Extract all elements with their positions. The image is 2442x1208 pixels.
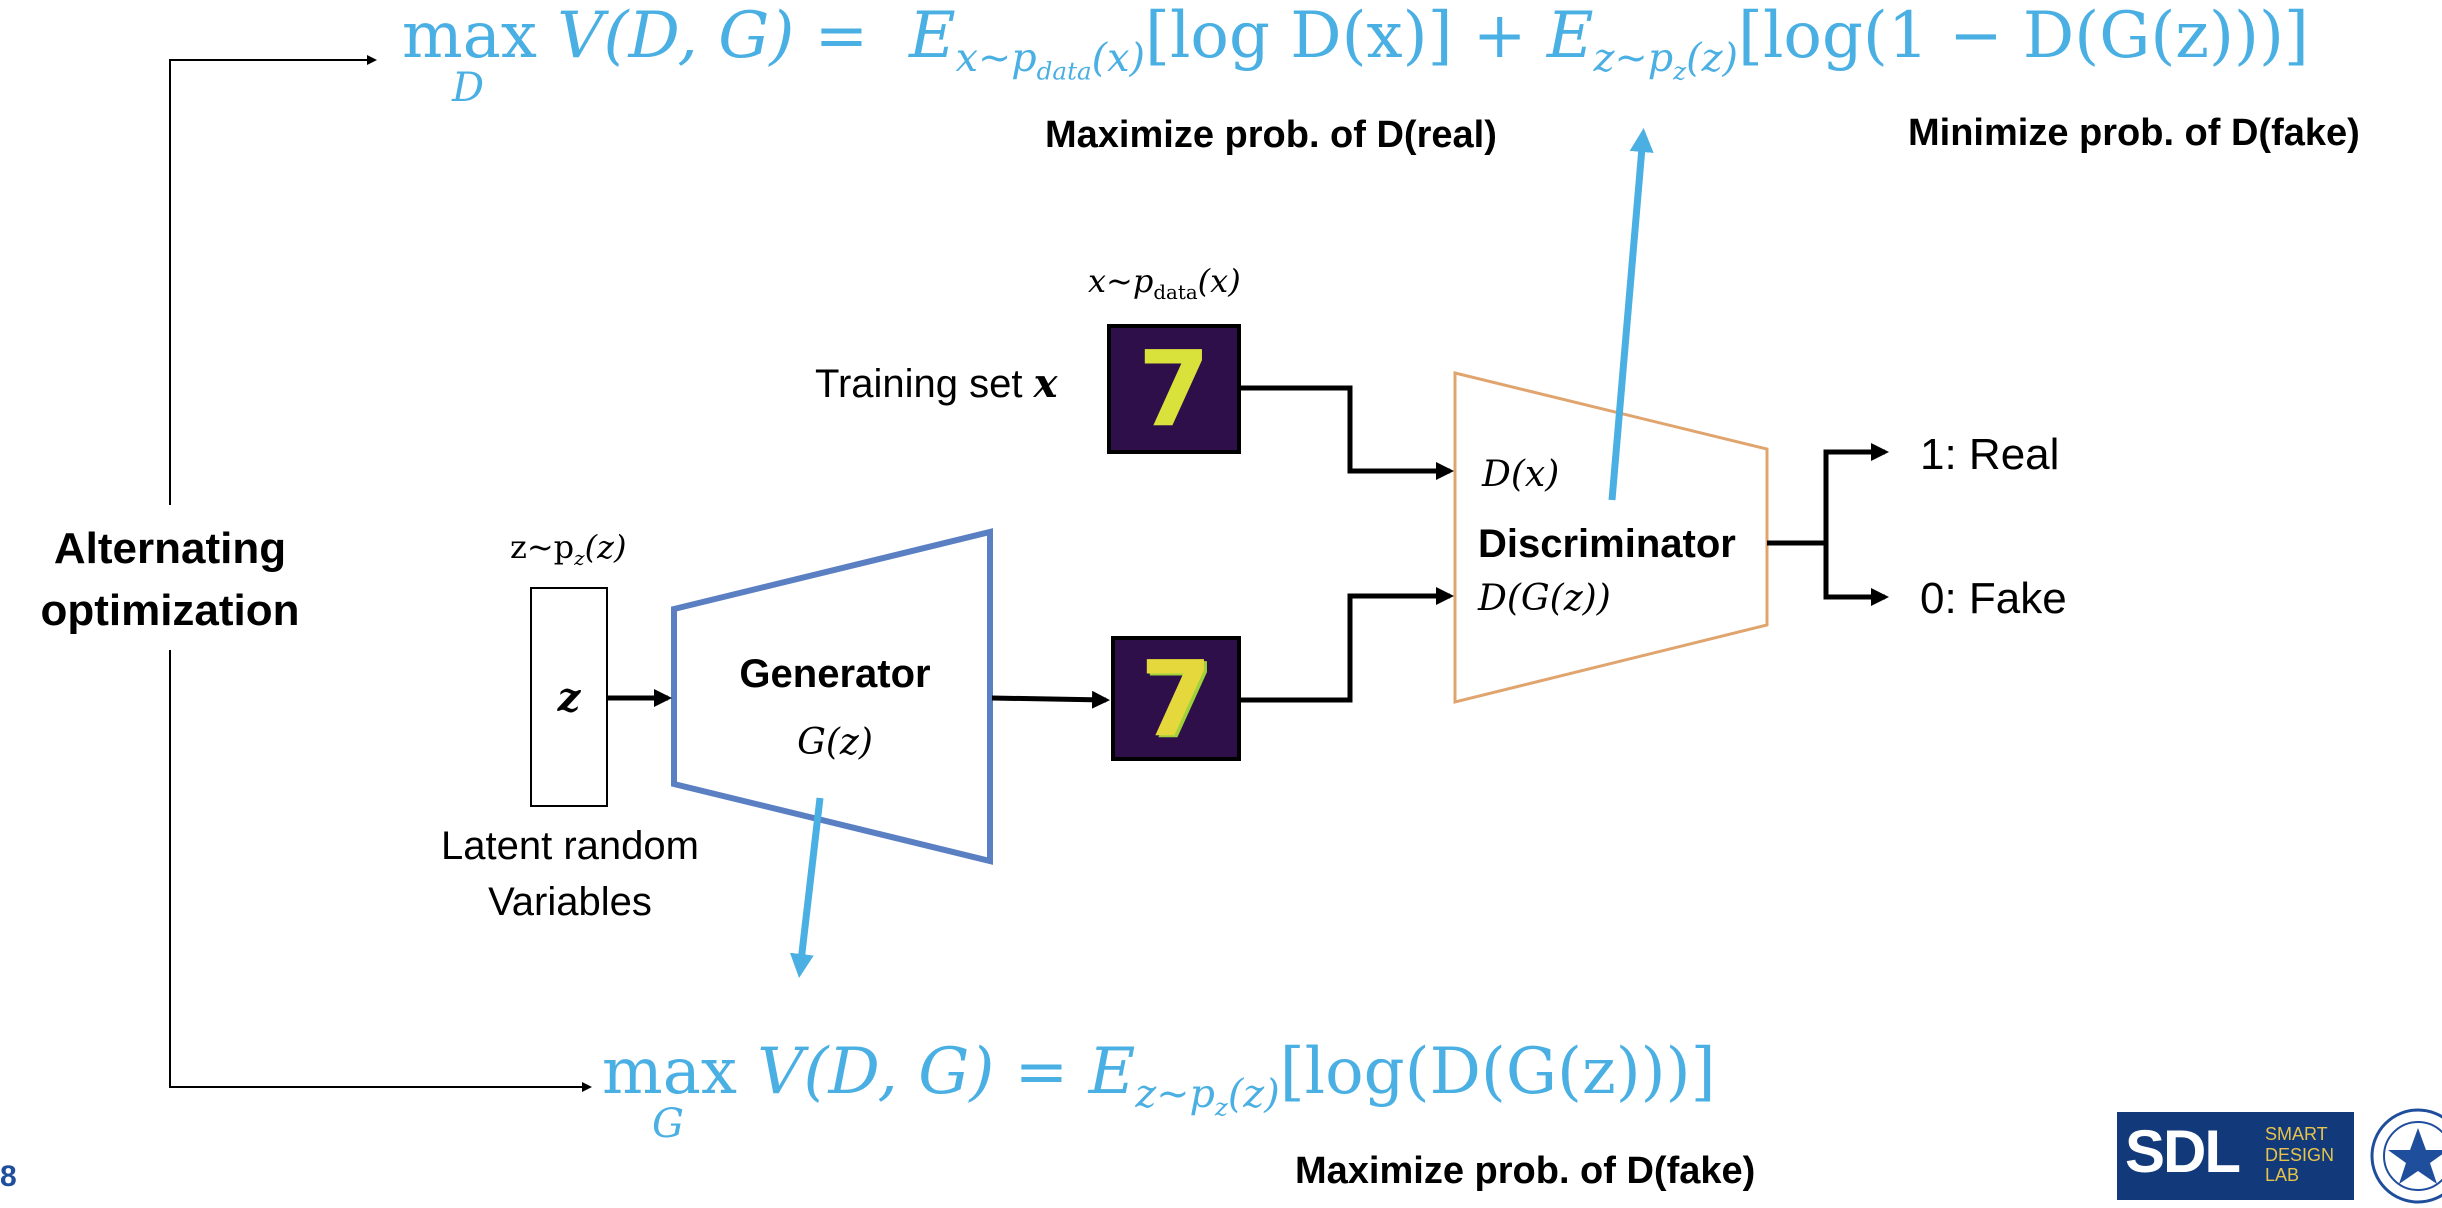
sdl-logo: SDL SMART DESIGN LAB: [2117, 1112, 2354, 1200]
expectation-real-sub: x~p: [955, 34, 1037, 81]
sdl-logo-mark: SDL: [2125, 1118, 2241, 1185]
real-sample-image: 7: [1107, 324, 1241, 454]
output-fake-label: 0: Fake: [1920, 574, 2067, 623]
latent-caption-line1: Latent random: [441, 824, 699, 868]
sdl-logo-line3: LAB: [2265, 1165, 2300, 1186]
expectation-real-sub-tail: (x): [1091, 34, 1145, 81]
expectation-fake-sub-tail: (z): [1686, 34, 1738, 81]
latent-dist-main: z~p: [510, 528, 575, 566]
generator-objective-formula: max G V(D, G) = Ez~pz(z)[log(D(G(z)))]: [602, 1040, 1716, 1144]
alternating-label-line2: optimization: [40, 585, 300, 635]
university-seal-icon: [2370, 1108, 2442, 1204]
gen-expectation-subsub: z: [1214, 1092, 1228, 1122]
data-distribution-label: x~pdata(x): [1088, 262, 1241, 304]
alternating-label-line1: Alternating: [53, 524, 287, 573]
gen-expectation-body: [log(D(G(z)))]: [1279, 1035, 1716, 1109]
expectation-fake: E: [1546, 0, 1594, 73]
alternating-optimization-label: Alternating optimization: [30, 518, 310, 641]
generator-expression: G(z): [797, 722, 873, 763]
expectation-real-subsub: data: [1036, 56, 1092, 86]
annotation-maximize-fake: Maximize prob. of D(fake): [1295, 1150, 1756, 1192]
generator-title: Generator: [739, 652, 931, 696]
latent-z-symbol: z: [557, 674, 581, 721]
sdl-logo-line2: DESIGN: [2265, 1144, 2335, 1165]
arrow-output-fake: [1823, 543, 1889, 606]
bracket-top-line: [169, 55, 377, 505]
annotation-maximize-real: Maximize prob. of D(real): [1045, 114, 1497, 156]
arrow-fake-to-discriminator: [1240, 587, 1454, 703]
training-set-label: Training set x: [815, 360, 1057, 407]
expectation-real-body: [log D(x)] +: [1144, 0, 1527, 73]
gen-max-subscript: G: [652, 1101, 684, 1147]
max-subscript: D: [452, 65, 485, 111]
annotation-minimize-fake: Minimize prob. of D(fake): [1908, 112, 2360, 154]
latent-caption-line2: Variables: [488, 880, 652, 924]
arrow-generator-to-fake: [991, 690, 1110, 709]
discriminator-shape: [1453, 371, 1769, 704]
blue-arrow-discriminator-to-formula: [1608, 128, 1654, 501]
expectation-real: E: [908, 0, 956, 73]
output-real-label: 1: Real: [1920, 430, 2060, 479]
discriminator-title: Discriminator: [1478, 522, 1736, 566]
latent-caption: Latent random Variables: [400, 818, 740, 930]
gen-expectation-sub-tail: (z): [1227, 1070, 1280, 1117]
fake-sample-image: 7: [1111, 636, 1241, 761]
discriminator-objective-formula: max D V(D, G) = Ex~pdata(x)[log D(x)] + …: [402, 4, 2309, 108]
latent-dist-tail: (z): [584, 528, 627, 566]
max-operator: max: [402, 0, 537, 73]
data-dist-main: x~p: [1088, 262, 1154, 300]
generator-shape: [671, 528, 993, 865]
expectation-fake-sub: z~p: [1593, 34, 1674, 81]
data-dist-tail: (x): [1197, 262, 1241, 300]
arrow-output-real: [1823, 443, 1889, 543]
objective-lhs: V(D, G) =: [557, 0, 869, 73]
data-dist-sub: data: [1153, 280, 1198, 304]
expectation-fake-body: [log(1 − D(G(z)))]: [1737, 0, 2309, 73]
sdl-logo-line1: SMART: [2265, 1124, 2328, 1144]
discriminator-fake-expression: D(G(z)): [1478, 578, 1611, 619]
training-set-text: Training set: [815, 362, 1023, 406]
gen-objective-lhs: V(D, G) =: [757, 1035, 1069, 1109]
latent-distribution-label: z~pz(z): [510, 528, 626, 570]
page-number: 8: [0, 1160, 17, 1193]
gen-expectation: E: [1088, 1035, 1136, 1109]
gen-expectation-sub: z~p: [1135, 1070, 1215, 1117]
latent-dist-sub: z: [574, 546, 585, 570]
gen-max-operator: max: [602, 1035, 737, 1109]
real-digit: 7: [1137, 328, 1211, 450]
discriminator-real-expression: D(x): [1482, 454, 1560, 495]
expectation-fake-subsub: z: [1673, 56, 1687, 86]
arrow-real-to-discriminator: [1240, 385, 1454, 480]
blue-arrow-generator-to-formula: [789, 797, 824, 978]
training-set-var: x: [1033, 360, 1058, 407]
sdl-logo-text: SMART DESIGN LAB: [2265, 1124, 2334, 1186]
fake-digit: 7: [1139, 637, 1213, 760]
bracket-bottom-line: [169, 650, 592, 1092]
